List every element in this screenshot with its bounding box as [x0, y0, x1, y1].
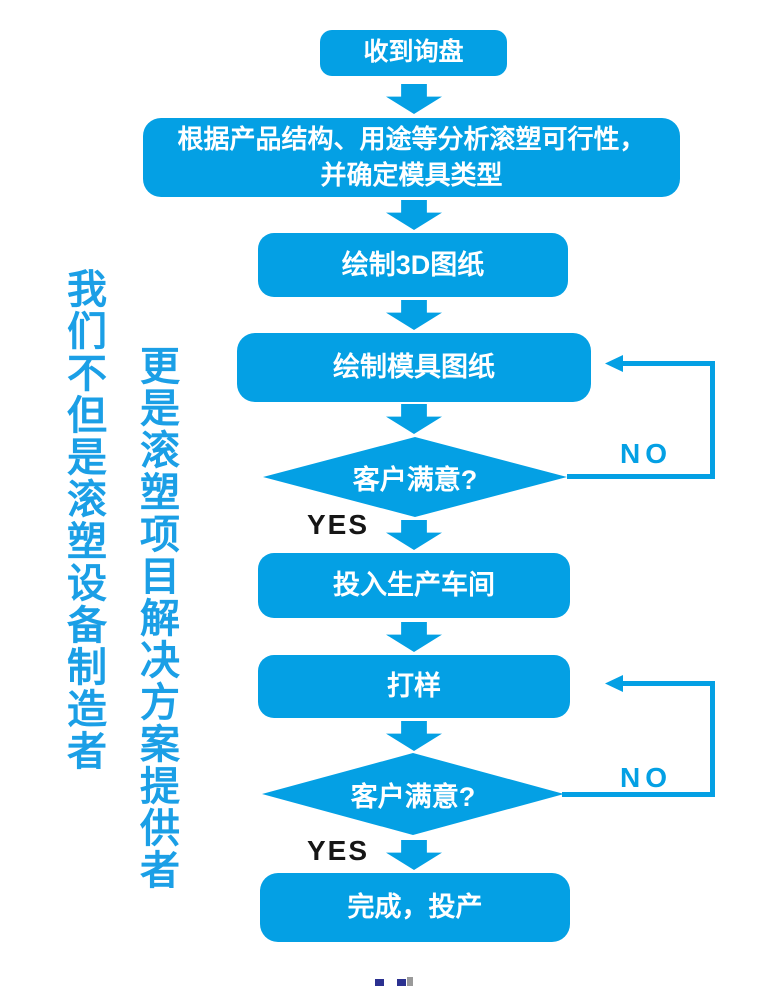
- no-loop1-vertical-line: [710, 361, 715, 479]
- flow-node-feasibility: 根据产品结构、用途等分析滚塑可行性， 并确定模具类型: [143, 118, 680, 197]
- no-loop2-top-line: [621, 681, 715, 686]
- flow-node-label: 打样: [387, 671, 441, 702]
- arrow-down-icon: [386, 622, 442, 652]
- flow-node-label: 绘制模具图纸: [333, 352, 495, 383]
- flow-node-sampling: 打样: [258, 655, 570, 718]
- no-loop1-bottom-line: [567, 474, 715, 479]
- vertical-slogan-line1: 我们不但是滚塑设备制造者: [61, 268, 105, 772]
- arrow-down-icon: [386, 840, 442, 870]
- arrow-down-icon: [386, 520, 442, 550]
- arrow-down-icon: [386, 300, 442, 330]
- flow-node-label-line2: 并确定模具类型: [320, 159, 503, 190]
- flow-node-label: 根据产品结构、用途等分析滚塑可行性，: [177, 124, 646, 155]
- flow-node-label: 投入生产车间: [333, 570, 495, 601]
- bottom-logo-fragment-icon: [397, 979, 406, 986]
- no-loop1-top-line: [621, 361, 715, 366]
- yes-label-1: YES: [307, 509, 370, 540]
- arrow-down-icon: [386, 721, 442, 751]
- bottom-logo-fragment-icon: [375, 979, 384, 986]
- vertical-slogan-line2: 更是滚塑项目解决方案提供者: [134, 345, 178, 891]
- bottom-logo-fragment-icon: [407, 977, 413, 986]
- flow-decision-customer-satisfied-2: 客户满意?: [262, 753, 564, 835]
- no-label-1: NO: [620, 438, 672, 469]
- flow-decision-label: 客户满意?: [350, 781, 476, 812]
- no-loop1-arrowhead-left-icon: [605, 355, 623, 372]
- flow-node-receive-inquiry: 收到询盘: [320, 30, 507, 76]
- arrow-down-icon: [386, 404, 442, 434]
- no-loop2-bottom-line: [562, 792, 715, 797]
- flow-node-production: 投入生产车间: [258, 553, 570, 618]
- yes-label-2: YES: [307, 835, 370, 866]
- flow-node-draw-3d: 绘制3D图纸: [258, 233, 568, 297]
- flow-node-label: 完成，投产: [347, 892, 483, 923]
- flow-node-label: 收到询盘: [363, 38, 464, 67]
- flow-node-finish: 完成，投产: [260, 873, 570, 942]
- flow-decision-customer-satisfied-1: 客户满意?: [263, 437, 567, 517]
- flow-decision-label: 客户满意?: [352, 464, 478, 495]
- arrow-down-icon: [386, 84, 442, 114]
- flow-node-label: 绘制3D图纸: [341, 249, 485, 280]
- flow-node-draw-mold: 绘制模具图纸: [237, 333, 591, 402]
- arrow-down-icon: [386, 200, 442, 230]
- no-loop2-vertical-line: [710, 681, 715, 797]
- no-loop2-arrowhead-left-icon: [605, 675, 623, 692]
- no-label-2: NO: [620, 762, 672, 793]
